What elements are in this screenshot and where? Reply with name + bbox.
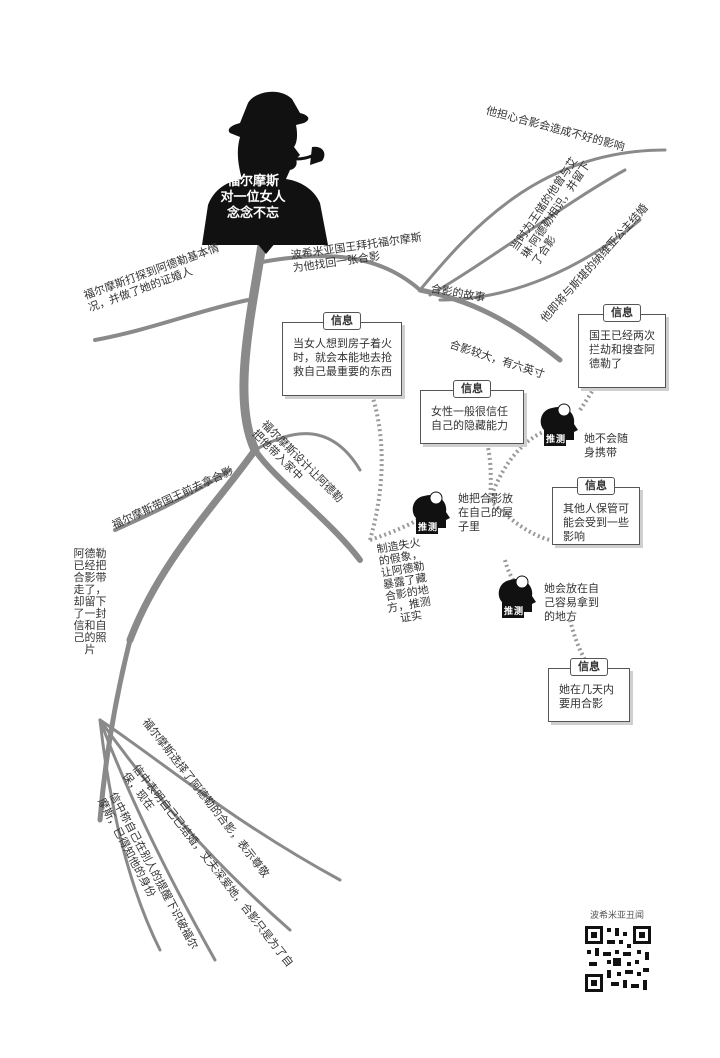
info-tag: 信息 [453,380,491,398]
branch-letter: 阿德勒已经把合影带走了，却留下了一封信和自己的照片 [73,547,107,656]
guess-head-icon: 推测 [536,400,586,448]
arrow-down-icon [256,232,276,254]
info-tag: 信息 [570,658,608,676]
guess-tag: 推测 [418,523,439,533]
guess-text: 她会放在自己容易拿到的地方 [544,582,599,623]
info-tag: 信息 [323,312,361,330]
info-box: 信息 其他人保管可能会受到一些影响 [552,477,640,545]
info-tag: 信息 [603,304,641,322]
info-text: 女性一般很信任自己的隐藏能力 [431,405,508,432]
info-box: 信息 女性一般很信任自己的隐藏能力 [420,380,524,444]
guess-text: 她不会随身携带 [584,432,628,459]
guess-head-icon: 推测 [494,572,544,620]
info-text: 国王已经两次拦劫和搜查阿德勒了 [589,329,655,370]
detective-silhouette-icon [202,91,328,245]
guess-head-icon: 推测 [408,488,458,536]
info-text: 她在几天内要用合影 [559,683,614,710]
qr-code-icon [583,924,653,994]
central-title: 福尔摩斯 对一位女人 念念不忘 [215,174,291,222]
title-line: 福尔摩斯 [226,174,279,189]
guess-tag: 推测 [546,435,567,445]
info-box: 信息 当女人想到房子着火时，就会本能地去抢救自己最重要的东西 [282,312,402,396]
info-text: 其他人保管可能会受到一些影响 [563,502,629,543]
title-line: 对一位女人 [220,190,286,205]
info-box: 信息 国王已经两次拦劫和搜查阿德勒了 [578,304,666,388]
brand-label: 波希米亚丑闻 [590,911,645,921]
title-line: 念念不忘 [226,206,279,221]
info-tag: 信息 [577,477,615,495]
info-text: 当女人想到房子着火时，就会本能地去抢救自己最重要的东西 [293,337,392,378]
guess-tag: 推测 [504,607,525,617]
guess-text: 她把合影放在自己的屋子里 [458,492,513,533]
info-box: 信息 她在几天内要用合影 [548,658,630,722]
